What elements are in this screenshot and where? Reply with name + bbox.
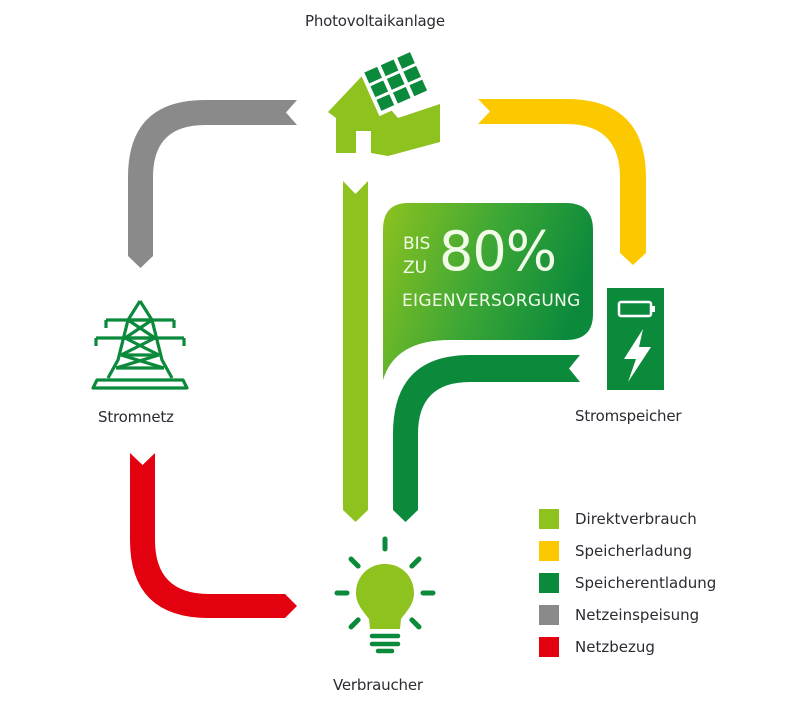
solar-panel-cell (370, 80, 389, 98)
badge-caption: EIGENVERSORGUNG (402, 291, 581, 311)
badge-prefix-line2: ZU (403, 258, 428, 278)
solar-panel-cell (386, 73, 405, 90)
light-ray (348, 556, 361, 569)
solar-panel-cell (392, 86, 411, 104)
legend-swatch-grid-draw (539, 637, 559, 657)
grid-label: Stromnetz (98, 408, 174, 426)
legend-label: Speicherentladung (575, 574, 717, 592)
legend-swatch-direct (539, 509, 559, 529)
legend-item: Speicherladung (539, 535, 716, 567)
legend-swatch-feed-in (539, 605, 559, 625)
legend-label: Speicherladung (575, 542, 693, 560)
battery-storage-icon (607, 288, 664, 390)
flow-arrow-storage-discharge (393, 355, 580, 522)
legend-label: Direktverbrauch (575, 510, 697, 528)
legend-item: Speicherentladung (539, 567, 716, 599)
badge-prefix-line1: BIS (403, 234, 431, 254)
flow-arrow-direct-consumption (343, 181, 368, 522)
solar-panel-cell (397, 52, 415, 69)
consumer-label: Verbraucher (333, 676, 423, 694)
storage-label: Stromspeicher (575, 407, 682, 425)
flow-arrow-storage-charge (478, 99, 646, 265)
self-supply-badge (383, 203, 593, 380)
legend-label: Netzbezug (575, 638, 655, 656)
badge-value: 80% (439, 220, 557, 283)
solar-panel-cell (376, 94, 395, 111)
power-tower-icon (91, 300, 189, 390)
legend-item: Direktverbrauch (539, 503, 716, 535)
solar-panel-cell (380, 59, 399, 77)
legend-item: Netzbezug (539, 631, 716, 663)
legend-swatch-discharge (539, 573, 559, 593)
flow-arrow-grid-draw (130, 453, 297, 618)
house-solar-icon (328, 46, 440, 156)
light-bulb-icon (334, 536, 436, 654)
solar-panel-cell (409, 79, 428, 97)
legend-item: Netzeinspeisung (539, 599, 716, 631)
pv-label: Photovoltaikanlage (305, 12, 445, 30)
light-ray (348, 617, 361, 630)
legend-label: Netzeinspeisung (575, 606, 700, 624)
light-ray (409, 617, 422, 630)
light-ray (409, 556, 422, 569)
flow-arrow-feed-in (128, 100, 297, 268)
legend: Direktverbrauch Speicherladung Speichere… (539, 503, 716, 663)
solar-panel-cell (364, 66, 382, 84)
legend-swatch-charge (539, 541, 559, 561)
solar-panel-cell (403, 65, 421, 83)
